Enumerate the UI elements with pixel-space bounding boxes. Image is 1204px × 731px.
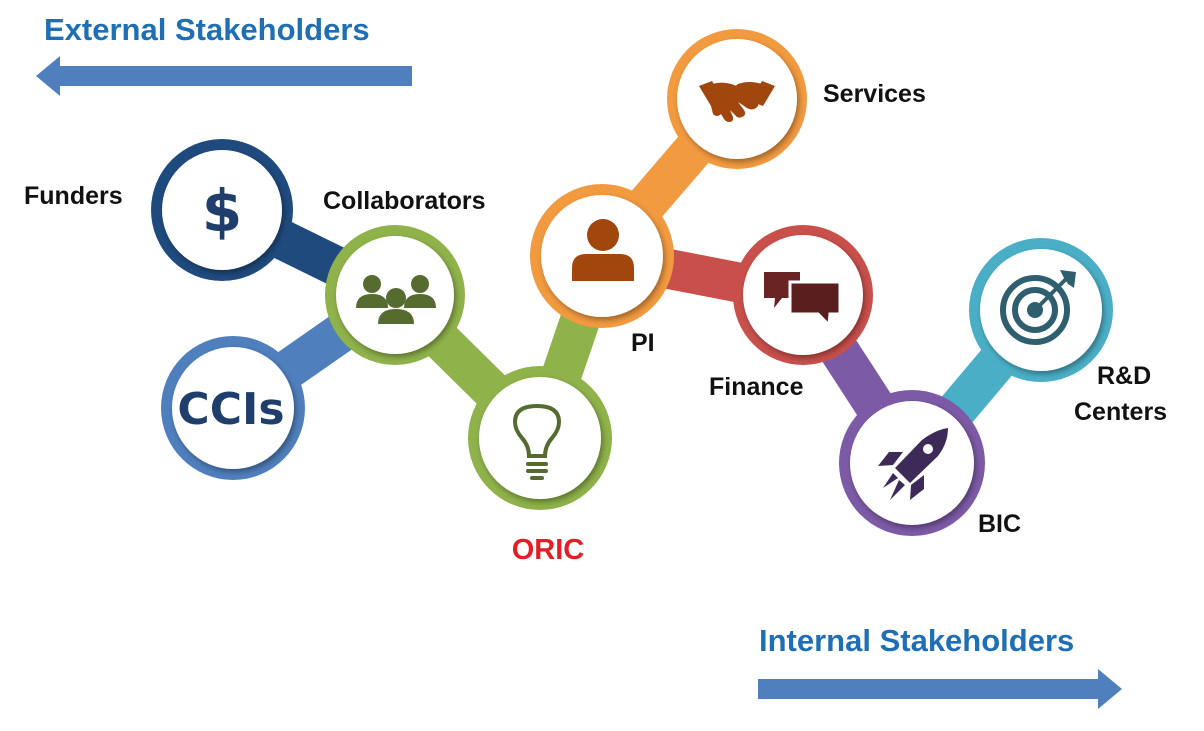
chat-bubbles-icon (764, 272, 842, 329)
node-rnd-centers: R&D Centers (969, 238, 1167, 426)
pi-label: PI (631, 329, 655, 357)
node-funders: $ Funders (24, 139, 293, 281)
oric-face (479, 377, 601, 499)
node-collaborators: Collaborators (323, 187, 486, 365)
node-oric: ORIC (468, 366, 612, 566)
dollar-icon: $ (202, 177, 242, 245)
internal-stakeholders-heading: Internal Stakeholders (759, 623, 1074, 658)
ccis-label: CCIs (177, 384, 284, 435)
services-label: Services (823, 80, 926, 108)
handshake-icon (699, 81, 775, 122)
external-stakeholders-heading: External Stakeholders (44, 12, 370, 47)
node-pi: PI (530, 184, 674, 357)
rocket-icon (878, 428, 948, 500)
group-icon (356, 275, 436, 324)
node-bic: BIC (839, 390, 1021, 538)
node-services: Services (667, 29, 926, 169)
node-ccis: CCIs (161, 336, 305, 480)
target-icon (1000, 270, 1076, 345)
oric-label: ORIC (512, 534, 585, 566)
ccis-face (172, 347, 294, 469)
rnd-label-line1: R&D (1097, 362, 1151, 390)
bic-label: BIC (978, 510, 1021, 538)
finance-label: Finance (709, 373, 804, 401)
funders-label: Funders (24, 182, 123, 210)
node-finance: Finance (709, 225, 873, 401)
lightbulb-icon (512, 403, 562, 480)
right-arrow-icon (758, 669, 1122, 709)
person-icon (572, 219, 634, 281)
rnd-label-line2: Centers (1074, 398, 1167, 426)
funders-face (162, 150, 282, 270)
collaborators-label: Collaborators (323, 187, 486, 215)
left-arrow-icon (36, 56, 412, 96)
